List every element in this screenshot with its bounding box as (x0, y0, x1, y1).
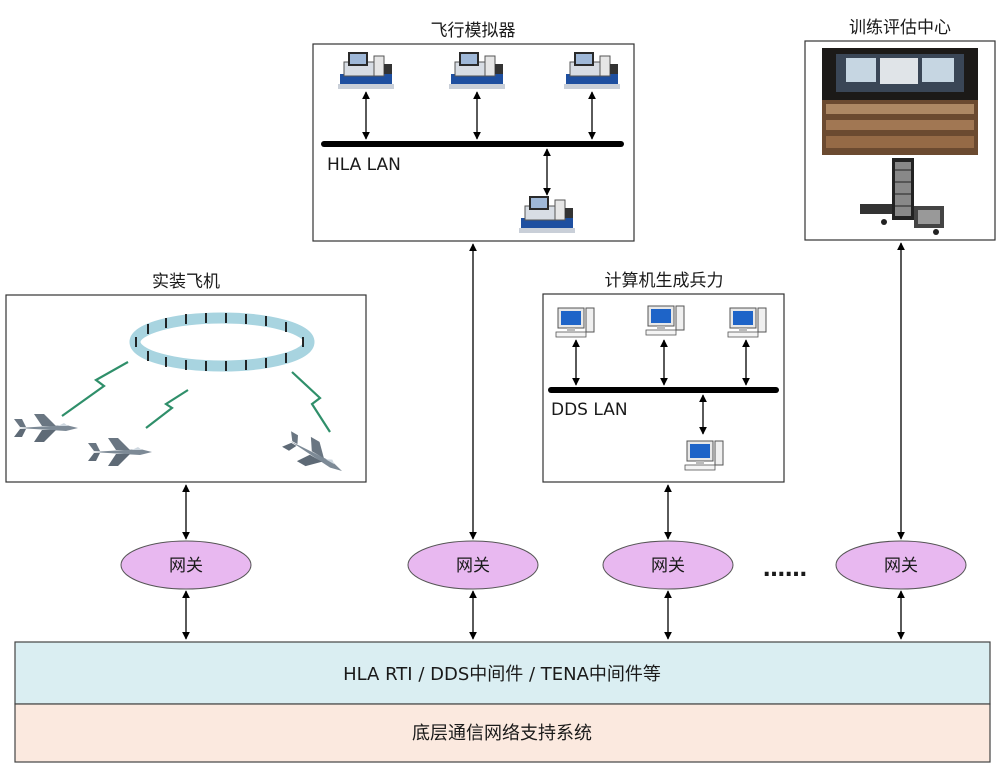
middleware-layer (14, 641, 991, 705)
gateway-label: 网关 (651, 556, 685, 576)
computer-forces-title: 计算机生成兵力 (605, 271, 724, 291)
gateway-label: 网关 (169, 556, 203, 576)
dds-lan-label: DDS LAN (551, 400, 628, 420)
network-layer (14, 703, 991, 763)
gateway-node: 网关 (835, 540, 967, 590)
lightning-icon (61, 361, 331, 433)
middleware-layer-label: HLA RTI / DDS中间件 / TENA中间件等 (343, 664, 661, 685)
flight-simulators-title: 飞行模拟器 (431, 21, 516, 41)
gateway-node: 网关 (407, 540, 539, 590)
training-center-title: 训练评估中心 (849, 18, 951, 38)
training-hall-photo (822, 48, 978, 155)
gateway-label: 网关 (456, 556, 490, 576)
server-rack-icon (860, 158, 944, 235)
gateway-node: 网关 (120, 540, 252, 590)
live-aircraft-title: 实装飞机 (152, 272, 220, 292)
gateway-label: 网关 (884, 556, 918, 576)
satellite-ring (129, 312, 315, 372)
gateway-node: 网关 (602, 540, 734, 590)
hla-lan-label: HLA LAN (327, 155, 401, 175)
network-layer-label: 底层通信网络支持系统 (412, 723, 592, 744)
ellipsis: …… (763, 557, 807, 582)
